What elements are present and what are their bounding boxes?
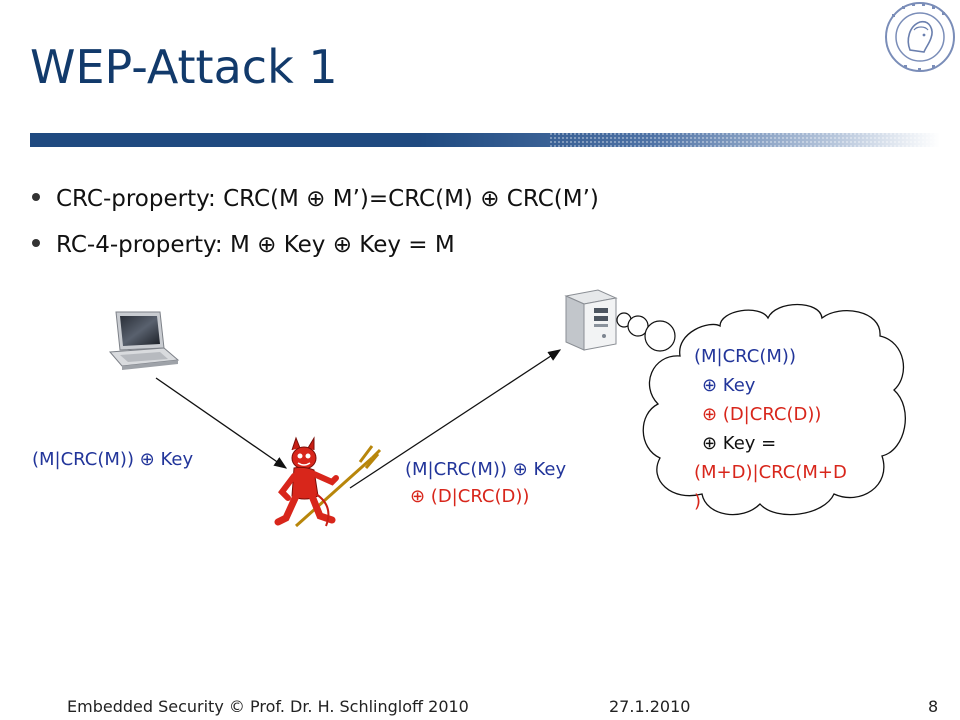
title-underline-bar bbox=[418, 133, 940, 147]
thought-cloud bbox=[616, 303, 906, 516]
cloud-line-5: (M+D)|CRC(M+D bbox=[694, 462, 847, 483]
bullet-rc4-property: RC-4-property: M ⊕ Key ⊕ Key = M bbox=[32, 232, 455, 258]
label-forwarded-message: (M|CRC(M)) ⊕ Key bbox=[405, 459, 567, 480]
footer-date: 27.1.2010 bbox=[609, 697, 691, 716]
bullet-dot bbox=[32, 238, 40, 247]
bullet-text: RC-4-property: M ⊕ Key ⊕ Key = M bbox=[56, 232, 455, 258]
cloud-text: (M|CRC(M)) ⊕ Key ⊕ (D|CRC(D)) ⊕ Key = (M… bbox=[694, 345, 847, 514]
server-icon bbox=[564, 289, 618, 351]
bullet-dot bbox=[32, 192, 40, 201]
arrow-laptop-to-attacker bbox=[155, 377, 288, 469]
cloud-line-6: ) bbox=[694, 491, 702, 512]
bullet-text: CRC-property: CRC(M ⊕ M’)=CRC(M) ⊕ CRC(M… bbox=[56, 186, 599, 212]
arrow-attacker-to-server bbox=[349, 349, 562, 489]
university-seal-icon bbox=[885, 2, 955, 72]
bullet-crc-property: CRC-property: CRC(M ⊕ M’)=CRC(M) ⊕ CRC(M… bbox=[32, 186, 599, 212]
devil-icon bbox=[274, 436, 382, 528]
footer-course: Embedded Security © Prof. Dr. H. Schling… bbox=[67, 697, 469, 716]
slide-title: WEP-Attack 1 bbox=[30, 40, 338, 94]
laptop-icon bbox=[108, 311, 180, 370]
cloud-line-2: ⊕ Key bbox=[702, 375, 756, 396]
label-forwarded-modification: ⊕ (D|CRC(D)) bbox=[410, 486, 530, 507]
label-encrypted-message: (M|CRC(M)) ⊕ Key bbox=[32, 449, 194, 470]
cloud-line-3: ⊕ (D|CRC(D)) bbox=[702, 404, 822, 425]
cloud-line-4: ⊕ Key = bbox=[702, 433, 777, 454]
title-underline-solid bbox=[30, 133, 420, 147]
footer-page-number: 8 bbox=[928, 697, 939, 716]
cloud-line-1: (M|CRC(M)) bbox=[694, 346, 796, 367]
